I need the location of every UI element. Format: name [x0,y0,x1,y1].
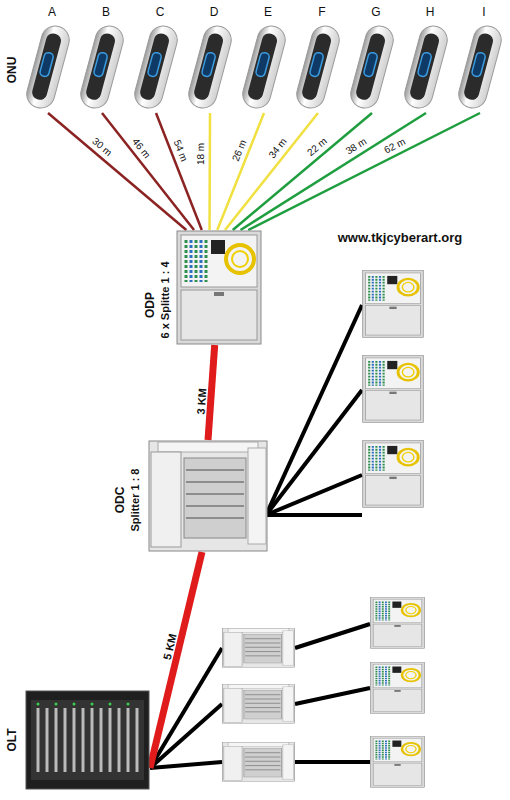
odc-cabinet-shape [149,441,267,551]
odp-cabinet: ODP6 x Splitte 1 : 4 [176,230,262,345]
onu-letter: I [482,6,485,18]
olt-chassis-shape [26,691,149,789]
odc-cabinet [223,684,295,723]
onu-device: A [26,5,70,113]
onu-device: I [458,5,502,113]
group-label: ONU [6,57,18,84]
onu-device-shape [134,23,178,111]
device-name: ODP [144,292,156,318]
odp-cabinet [363,271,424,338]
onu-letter: H [426,6,435,18]
onu-device-art [404,21,448,113]
onu-device-art [350,21,394,113]
cable-length: 18 m [196,143,206,165]
odc-cabinet: ODCSplitter 1 : 8 [148,440,268,552]
drop-cable [233,113,372,230]
onu-device-shape [458,23,502,111]
watermark: www.tkjcyberart.org [338,231,463,244]
onu-device-shape [296,23,340,111]
onu-device-shape [404,23,448,111]
fiber-wire [266,475,362,515]
onu-letter: B [102,6,110,18]
onu-device: C [134,5,178,113]
fiber-wire [150,648,222,768]
onu-device: G [350,5,394,113]
fiber-wire [266,305,362,515]
onu-device-art [80,21,124,113]
onu-device: F [296,5,340,113]
odp-cabinet [363,356,424,423]
device-name: ODC [114,487,126,514]
odp-cabinet [371,736,425,787]
cable-length: 38 m [344,136,368,156]
odc-cabinet [223,628,295,667]
fiber-wire [266,513,362,517]
feeder-cable [150,552,202,768]
cable-length: 30 m [91,136,114,158]
onu-device: H [404,5,448,113]
odp-cabinet-art [176,230,262,345]
odp-cabinet [371,662,425,713]
onu-device-art [188,21,232,113]
onu-device-art [296,21,340,113]
drop-cable [248,113,480,230]
onu-letter: E [264,6,272,18]
onu-device-art [26,21,70,113]
olt-chassis: OLT [25,690,150,790]
odc-cabinet [223,742,295,781]
drop-cable [208,113,211,230]
cable-length: 22 m [306,136,329,158]
fiber-wire [295,760,370,764]
cable-length: 3 KM [195,388,208,415]
feeder-wires [150,305,370,768]
onu-letter: F [318,6,325,18]
splitter-spec: Splitter 1 : 8 [130,469,141,532]
onu-device: E [242,5,286,113]
onu-device: D [188,5,232,113]
odp-cabinet-shape [177,231,261,344]
onu-device-shape [188,23,232,111]
onu-letter: C [156,6,165,18]
odc-cabinet-art [148,440,268,552]
onu-letter: G [371,6,380,18]
onu-letter: A [48,6,56,18]
drop-cable [102,113,194,230]
odp-cabinet [363,441,424,508]
distribution-cable [208,345,215,440]
device-name: OLT [6,728,18,751]
onu-device-shape [26,23,70,111]
onu-device-art [134,21,178,113]
fiber-wire [266,390,362,515]
odp-cabinet [371,597,425,648]
olt-chassis-art [25,690,150,790]
onu-device-art [458,21,502,113]
onu-letter: D [210,6,219,18]
drop-cable [156,113,202,230]
onu-device: B [80,5,124,113]
onu-device-shape [242,23,286,111]
cable-length: 46 m [130,137,152,161]
fiber-wire [295,688,370,704]
fiber-wire [150,762,222,768]
drop-cable [241,113,427,230]
splitter-spec: 6 x Splitte 1 : 4 [160,261,171,338]
cable-length: 34 m [268,137,290,161]
fiber-wire [295,624,370,648]
drop-cable [217,113,264,230]
onu-device-shape [80,23,124,111]
onu-device-art [242,21,286,113]
onu-device-shape [350,23,394,111]
